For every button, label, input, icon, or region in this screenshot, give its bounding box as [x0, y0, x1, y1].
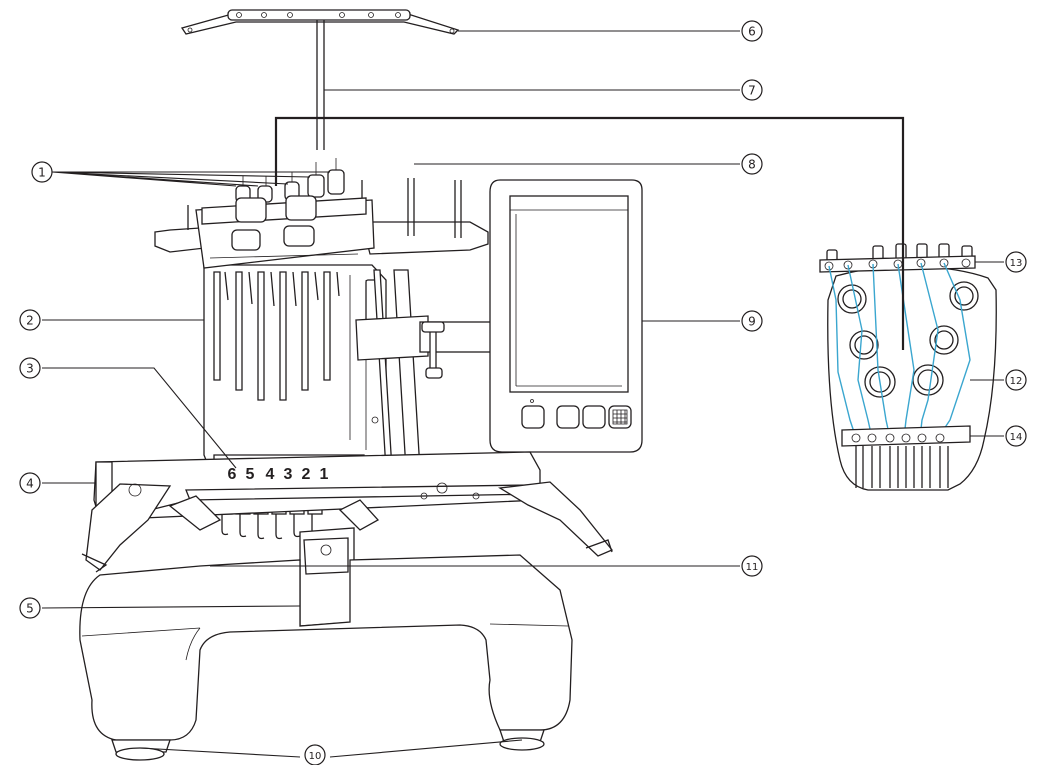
svg-text:7: 7 — [748, 84, 756, 98]
callout-2: 2 — [19, 309, 41, 331]
svg-text:1: 1 — [38, 166, 46, 180]
callout-9: 9 — [741, 310, 763, 332]
machine-base — [79, 451, 614, 761]
needle-number-3: 3 — [284, 466, 293, 483]
svg-text:8: 8 — [748, 158, 756, 172]
needle-number-labels: 6 5 4 3 2 1 — [228, 466, 329, 483]
callout-5: 5 — [19, 597, 41, 619]
svg-text:14: 14 — [1010, 432, 1023, 443]
panel-button-3 — [582, 405, 606, 429]
svg-text:13: 13 — [1010, 258, 1023, 269]
callout-8: 8 — [741, 153, 763, 175]
callout-3: 3 — [19, 357, 41, 379]
svg-text:9: 9 — [748, 315, 756, 329]
spool-pins — [231, 158, 345, 251]
callout-11: 11 — [741, 555, 763, 577]
needle-number-1: 1 — [320, 466, 329, 483]
callout-13: 13 — [1005, 251, 1027, 273]
svg-text:6: 6 — [748, 25, 756, 39]
svg-text:10: 10 — [309, 751, 322, 762]
panel-button-2 — [556, 405, 580, 429]
needle-number-2: 2 — [302, 466, 311, 483]
svg-text:11: 11 — [746, 562, 759, 573]
callout-14: 14 — [1005, 425, 1027, 447]
thread-guide-support — [316, 20, 325, 150]
operation-panel — [489, 179, 643, 453]
svg-text:4: 4 — [26, 477, 34, 491]
svg-text:2: 2 — [26, 314, 34, 328]
callout-6: 6 — [741, 20, 763, 42]
panel-button-4 — [608, 405, 632, 429]
svg-text:3: 3 — [26, 362, 34, 376]
callout-12: 12 — [1005, 369, 1027, 391]
needle-number-4: 4 — [266, 466, 275, 483]
needle-number-6: 6 — [228, 466, 237, 483]
leader-lines — [41, 30, 1004, 758]
svg-text:12: 12 — [1010, 376, 1023, 387]
svg-text:5: 5 — [26, 602, 34, 616]
callout-10: 10 — [304, 744, 326, 765]
panel-button-1 — [521, 405, 545, 429]
thread-guide-bar — [180, 9, 460, 35]
thread-tension-detail-inset — [819, 243, 997, 491]
spool-stand — [154, 178, 489, 255]
callout-4: 4 — [19, 472, 41, 494]
callout-7: 7 — [741, 79, 763, 101]
needle-number-5: 5 — [246, 466, 255, 483]
callout-1: 1 — [31, 161, 53, 183]
